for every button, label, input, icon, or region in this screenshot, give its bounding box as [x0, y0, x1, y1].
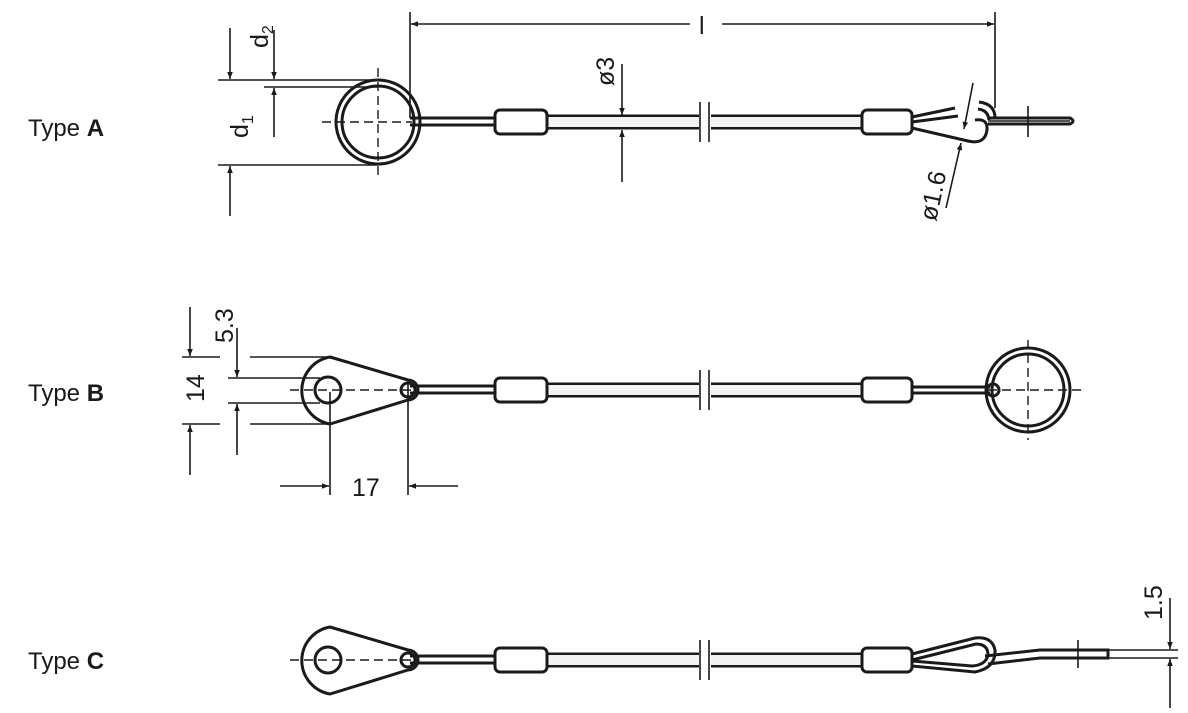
- ferrule: [860, 108, 914, 136]
- cable-fill: [711, 655, 862, 665]
- ferrule: [493, 108, 549, 136]
- cable-diameter-label: ø3: [592, 57, 620, 86]
- cable-fill: [547, 655, 699, 665]
- cable-body: [547, 652, 862, 668]
- cable-fill: [711, 385, 862, 395]
- type-b-eye-dimensions: 14 5.3 17: [182, 307, 458, 502]
- type-c-thimble: [911, 636, 1178, 674]
- eye-hole-label: 5.3: [211, 308, 239, 343]
- cable-fill: [547, 117, 699, 127]
- type-c-label: Type C: [28, 648, 104, 675]
- d1-label: d1: [226, 115, 257, 138]
- ferrule: [493, 376, 549, 404]
- cable-fill: [711, 117, 862, 127]
- ferrule: [493, 646, 549, 674]
- d2-label: d2: [246, 25, 277, 48]
- type-a-label: Type A: [28, 115, 104, 142]
- thin-wire: [912, 385, 990, 395]
- cable-break-mark: [699, 640, 710, 680]
- length-label: l: [699, 12, 705, 40]
- wire-diameter-dimension: ø1.6: [914, 82, 974, 223]
- cable-body: [547, 382, 862, 398]
- type-b-eye: [290, 355, 420, 426]
- eye-width-label: 14: [182, 374, 210, 402]
- type-a-thimble: [911, 100, 1075, 144]
- cable-break-mark: [699, 102, 710, 142]
- wire-end-label: 1.5: [1140, 585, 1168, 620]
- wire-diameter-label: ø1.6: [914, 168, 952, 223]
- eye-length-label: 17: [352, 474, 380, 502]
- type-a-ring: [322, 68, 422, 178]
- thin-wire: [410, 116, 495, 127]
- type-b-label: Type B: [28, 380, 104, 407]
- thin-wire: [410, 654, 495, 665]
- thin-wire: [410, 384, 495, 395]
- type-c-eye: [290, 625, 420, 696]
- cable-break-mark: [699, 370, 710, 410]
- ferrule: [860, 646, 914, 674]
- cable-diameter-dimension: ø3: [592, 57, 625, 182]
- ferrule: [860, 376, 914, 404]
- cable-body: [547, 114, 862, 130]
- wire-end-dimension: 1.5: [1140, 585, 1173, 708]
- type-b-ring: [984, 340, 1084, 440]
- type-a-length-dimension: l: [409, 12, 996, 118]
- cable-fill: [547, 385, 699, 395]
- type-a-d-dimensions: d1 d2: [218, 25, 378, 216]
